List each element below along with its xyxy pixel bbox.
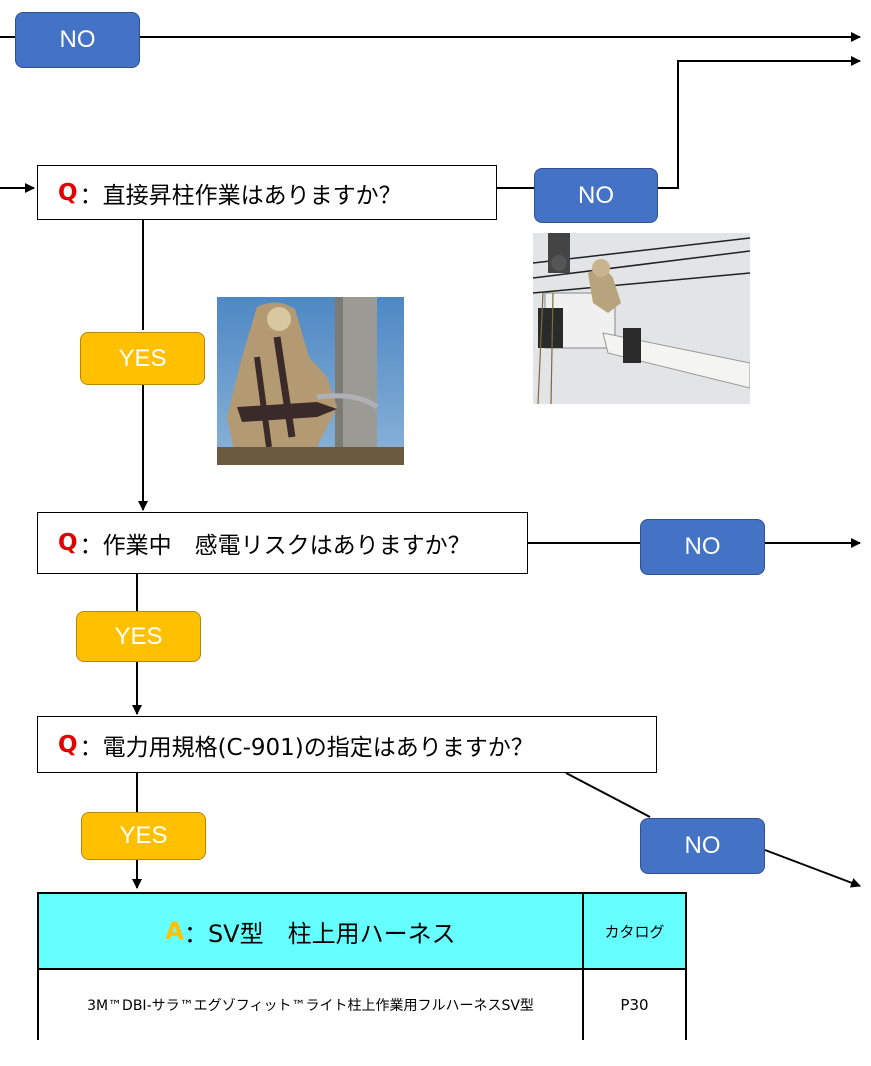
connector-no-up <box>658 56 861 189</box>
product-name: 3M™DBI-サラ™エグゾフィット™ライト柱上作業用フルハーネスSV型 <box>39 970 584 1040</box>
connector-q3-no-out <box>764 849 861 888</box>
question-box-1: Q ：直接昇柱作業はありますか？ <box>37 165 497 220</box>
question-text: ：作業中 感電リスクはありますか？ <box>79 533 471 559</box>
question-prefix: Q <box>58 530 78 556</box>
bucket-truck-worker-photo <box>533 233 750 404</box>
yes-label-q3: YES <box>81 812 206 860</box>
question-prefix: Q <box>58 731 78 758</box>
answer-title: ：SV型 柱上用ハーネス <box>183 919 456 948</box>
question-box-2: Q ：作業中 感電リスクはありますか？ <box>37 512 528 574</box>
catalog-header: カタログ <box>604 922 665 941</box>
yes-label-q1: YES <box>80 332 205 385</box>
connector-q3-no <box>565 772 651 818</box>
catalog-page: P30 <box>620 996 649 1014</box>
no-label-q1: NO <box>534 168 658 223</box>
no-label-q3: NO <box>640 818 765 874</box>
no-label-top: NO <box>15 12 140 68</box>
answer-table-row: 3M™DBI-サラ™エグゾフィット™ライト柱上作業用フルハーネスSV型 P30 <box>37 970 687 1040</box>
question-box-3: Q ：電力用規格(C-901)の指定はありますか？ <box>37 716 657 773</box>
pole-climbing-worker-photo <box>217 297 404 465</box>
question-prefix: Q <box>58 179 78 206</box>
question-text: ：電力用規格(C-901)の指定はありますか？ <box>79 734 534 761</box>
question-text: ：直接昇柱作業はありますか？ <box>79 182 402 209</box>
yes-label-q2: YES <box>76 611 201 662</box>
answer-table-header: A ：SV型 柱上用ハーネス カタログ <box>37 892 687 970</box>
no-label-q2: NO <box>640 519 765 575</box>
answer-title-cell: A ：SV型 柱上用ハーネス <box>39 894 584 968</box>
answer-prefix: A <box>165 917 184 945</box>
